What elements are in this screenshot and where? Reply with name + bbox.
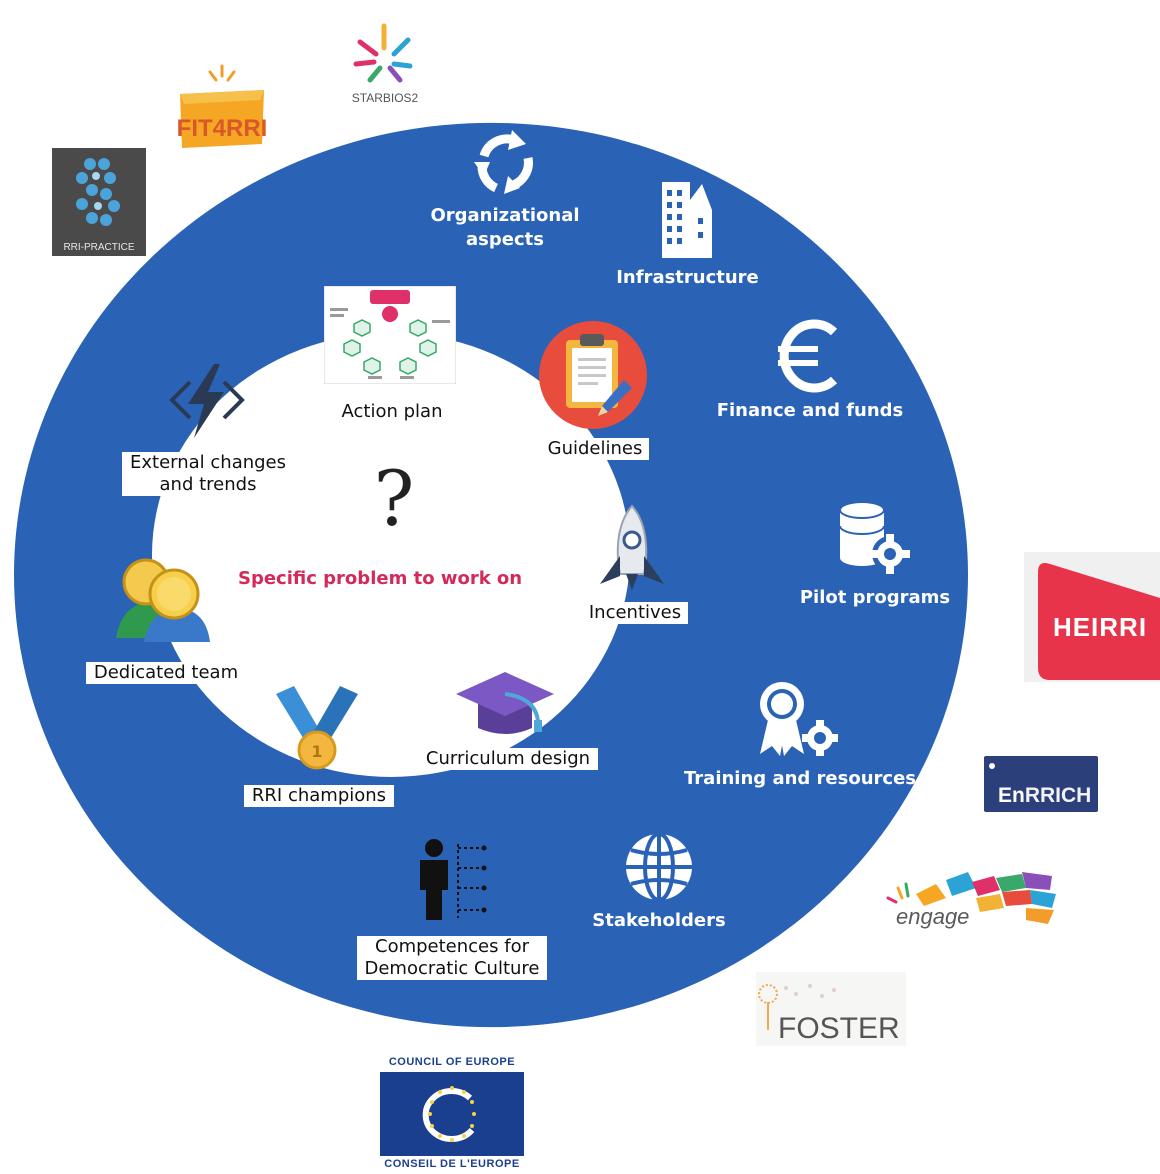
starbios2-text: STARBIOS2 xyxy=(352,91,419,105)
fit4rri-logo: FIT4RRI xyxy=(177,64,268,148)
globe-icon xyxy=(626,832,692,902)
engage-logo: engage xyxy=(886,872,1056,929)
label-training-and-resources: Training and resources xyxy=(684,768,917,789)
rri-practice-text: RRI-PRACTICE xyxy=(63,242,134,253)
action-plan-thumbnail xyxy=(324,286,456,384)
label-curriculum-design: Curriculum design xyxy=(418,748,598,770)
engage-text: engage xyxy=(896,904,969,929)
enrrich-logo: EnRRICH xyxy=(984,756,1098,812)
label-organizational-aspects: Organizational aspects xyxy=(430,205,580,250)
label-finance-and-funds: Finance and funds xyxy=(716,400,904,421)
central-problem-text: Specific problem to work on xyxy=(238,568,523,589)
foster-logo: FOSTER xyxy=(756,972,906,1046)
label-stakeholders: Stakeholders xyxy=(592,910,726,931)
svg-text:EnRRICH: EnRRICH xyxy=(998,784,1091,807)
label-pilot-programs: Pilot programs xyxy=(799,587,951,608)
rocket-icon xyxy=(600,504,664,590)
coe-top-text: COUNCIL OF EUROPE xyxy=(388,1056,516,1068)
label-guidelines: Guidelines xyxy=(541,438,649,460)
graduation-cap-icon xyxy=(456,672,554,734)
label-infrastructure: Infrastructure xyxy=(616,267,759,288)
label-rri-champions: RRI champions xyxy=(244,785,394,807)
rri-practice-logo: RRI-PRACTICE xyxy=(52,148,146,256)
label-dedicated-team: Dedicated team xyxy=(86,662,246,684)
fit4rri-text: FIT4RRI xyxy=(177,115,268,142)
label-competences-democratic-culture: Competences for Democratic Culture xyxy=(357,936,547,980)
building-icon xyxy=(662,182,712,258)
enrrich-rrich-text: RRICH xyxy=(1025,784,1092,807)
svg-text:1: 1 xyxy=(311,742,322,761)
heirri-text: HEIRRI xyxy=(1053,612,1147,642)
euro-icon xyxy=(778,319,838,393)
question-mark-icon: ? xyxy=(373,454,415,543)
label-incentives: Incentives xyxy=(582,602,688,624)
foster-text: FOSTER xyxy=(778,1012,900,1045)
label-action-plan: Action plan xyxy=(330,401,454,423)
label-external-changes: External changes and trends xyxy=(122,452,294,496)
database-gear-icon xyxy=(839,501,910,574)
coe-bottom-text: CONSEIL DE L'EUROPE xyxy=(384,1158,520,1170)
team-icon xyxy=(116,558,210,642)
refresh-cycle-icon xyxy=(474,130,533,194)
award-gear-icon xyxy=(760,682,838,756)
lightning-code-icon xyxy=(169,364,245,438)
heirri-logo: HEIRRI xyxy=(1024,552,1160,682)
starbios2-logo: STARBIOS2 xyxy=(352,23,419,105)
person-chart-icon xyxy=(420,839,487,920)
clipboard-icon xyxy=(539,321,647,429)
enrrich-en-text: En xyxy=(998,784,1025,807)
council-of-europe-logo: COUNCIL OF EUROPE CONSEIL DE L'EUROPE xyxy=(374,1048,530,1174)
medal-icon: 1 xyxy=(276,686,358,770)
